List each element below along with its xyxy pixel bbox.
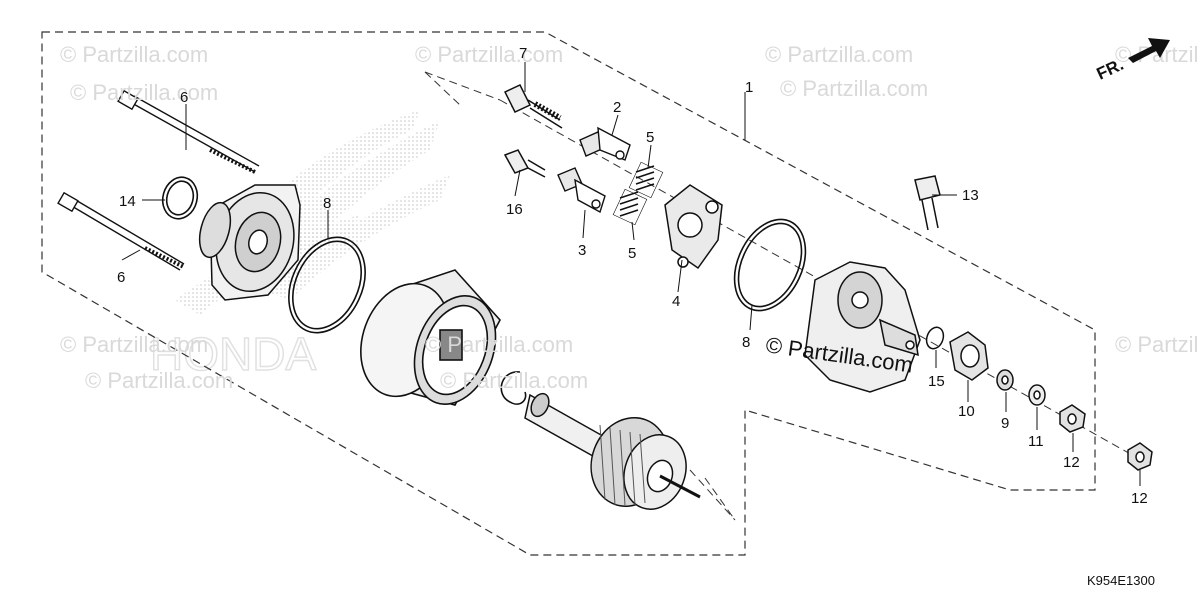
assembly-boundary	[41, 31, 1096, 556]
callout-15: 15	[928, 373, 945, 390]
through-bolt-lower	[57, 191, 185, 271]
honda-wordmark: HONDA	[149, 327, 317, 381]
through-bolt-upper	[117, 89, 260, 174]
o-ring-large-right	[733, 218, 807, 312]
brush-holder	[664, 184, 723, 270]
watermark-text: © Partzilla.com	[60, 42, 208, 67]
flange-bolt	[914, 175, 941, 231]
callout-2: 2	[613, 99, 621, 116]
callout-1: 1	[745, 79, 753, 96]
bushing	[949, 331, 989, 381]
callout-11: 11	[1028, 433, 1044, 450]
watermark-text: © Partzilla.com	[440, 368, 588, 393]
watermark-text: © Partzilla.com	[415, 42, 563, 67]
callout-12-inner: 12	[1063, 454, 1080, 471]
callout-5-lower: 5	[628, 245, 636, 262]
watermark-text: © Partzilla.com	[85, 368, 233, 393]
callout-5-upper: 5	[646, 129, 654, 146]
callout-13: 13	[962, 187, 979, 204]
callout-8-left: 8	[323, 195, 331, 212]
spring-upper	[628, 161, 664, 199]
callouts: 1 2 3 4 5 5 6 6 7 8 8 9 10 11 12 12 13 1…	[117, 45, 1148, 507]
watermark-text: © Partzilla.com	[1115, 332, 1200, 357]
nut-outer	[1127, 442, 1153, 471]
snap-ring	[500, 371, 527, 405]
callout-10: 10	[958, 403, 975, 420]
callout-16: 16	[506, 201, 523, 218]
washer-small	[1028, 384, 1046, 406]
o-ring-tiny	[925, 326, 945, 350]
watermark-text: © Partzilla.com	[60, 332, 208, 357]
rear-cover	[198, 184, 301, 301]
callout-4: 4	[672, 293, 680, 310]
watermark-text: © Partzilla.com	[70, 80, 218, 105]
callout-6-upper: 6	[180, 89, 188, 106]
callout-8-right: 8	[742, 334, 750, 351]
o-ring-large-left	[288, 236, 366, 334]
callout-7: 7	[519, 45, 527, 62]
watermark-text: © Partzilla.com	[765, 42, 913, 67]
front-cover	[804, 261, 921, 393]
callout-9: 9	[1001, 415, 1009, 432]
o-ring-small	[161, 176, 199, 220]
part-code: K954E1300	[1087, 573, 1155, 588]
watermark-text: © Partzilla.com	[780, 76, 928, 101]
callout-12-outer: 12	[1131, 490, 1148, 507]
terminal-bolt	[503, 84, 563, 129]
front-arrow-icon	[1128, 38, 1170, 63]
callout-6-lower: 6	[117, 269, 125, 286]
leader-lines	[121, 62, 1141, 486]
callout-3: 3	[578, 242, 586, 259]
brush-upper	[579, 126, 631, 161]
washer-large	[996, 369, 1014, 391]
watermark-text: © Partzilla.com	[425, 332, 573, 357]
bolt-small	[503, 149, 546, 178]
spring-lower	[612, 188, 648, 226]
brush-lower	[557, 167, 606, 214]
armature	[524, 392, 701, 510]
svg-text:HONDA: HONDA	[150, 328, 316, 380]
assembly-axis-lines	[424, 71, 1151, 521]
callout-14: 14	[119, 193, 136, 210]
nut-inner	[1059, 404, 1086, 433]
motor-yoke	[360, 269, 501, 406]
